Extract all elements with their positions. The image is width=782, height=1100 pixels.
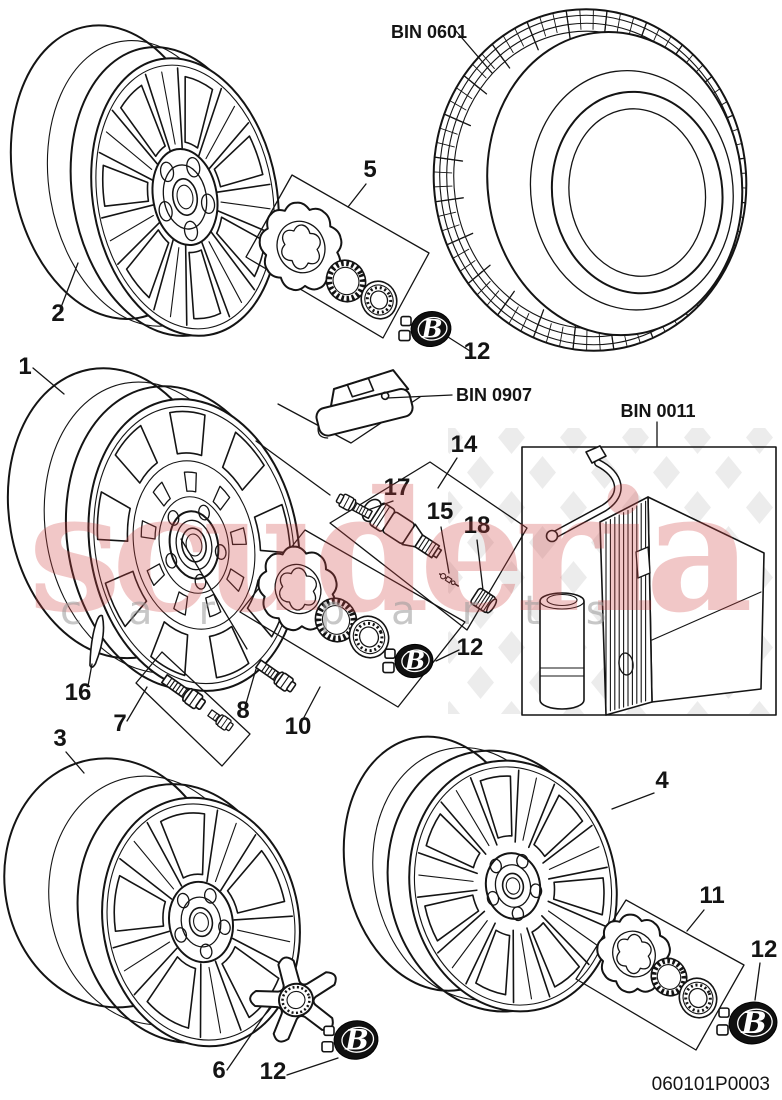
lock-ring-5	[320, 254, 372, 308]
callout-group-11: 11	[699, 882, 724, 909]
svg-text:B: B	[740, 1006, 766, 1041]
svg-text:B: B	[404, 646, 425, 675]
hub-ring-10	[343, 610, 395, 664]
callout-cap-12-middle: 12	[457, 634, 484, 661]
bin-label-repair-kit: BIN 0011	[620, 401, 695, 421]
callout-wheel-1: 1	[18, 353, 31, 380]
repair-kit-box	[521, 446, 777, 716]
cap-spider	[242, 946, 348, 1046]
callout-group-5: 5	[363, 156, 376, 183]
drawing-code: 060101P0003	[652, 1074, 770, 1095]
wheel-3-illustration	[3, 757, 301, 1048]
callout-wheel-4: 4	[655, 767, 669, 794]
valve-core	[438, 573, 460, 587]
callout-bolt-8: 8	[236, 697, 249, 724]
wheel-1-illustration	[6, 367, 301, 692]
group-14-box	[329, 461, 528, 631]
lock-ring-10	[309, 592, 364, 649]
callout-wheel-2: 2	[51, 300, 64, 327]
wheel-2-illustration	[9, 24, 280, 337]
callout-wheel-3: 3	[53, 725, 66, 752]
callout-cap-12-bottom-right: 12	[751, 936, 778, 963]
valve-cap	[470, 587, 498, 614]
callout-cap-12-bottom-left: 12	[260, 1058, 287, 1085]
wheel-bolt-small	[207, 709, 234, 732]
svg-text:B: B	[344, 1023, 369, 1056]
bin-label-tire: BIN 0601	[391, 22, 467, 42]
wheel-bolt-large	[160, 674, 206, 711]
group-7-box	[135, 651, 251, 767]
wheel-4-illustration	[342, 735, 618, 1013]
callout-cap-12-top: 12	[464, 338, 491, 365]
group-5-box	[245, 174, 430, 339]
lock-ring-11	[645, 953, 692, 1002]
callout-cap-18: 18	[464, 512, 491, 539]
svg-text:B: B	[420, 314, 442, 343]
callout-spider-6: 6	[212, 1057, 225, 1084]
callout-group-10: 10	[285, 713, 312, 740]
center-cap-middle: B	[382, 643, 434, 679]
repair-kit-contents	[539, 445, 765, 716]
compressor-front	[599, 496, 653, 716]
callout-labels: 1 2 3 4 5 6 7 8 10 11 12 12 12 12 14 15 …	[18, 22, 777, 1095]
valve-screw-17	[335, 493, 373, 520]
assembly-lines	[180, 440, 331, 650]
group-11-box	[575, 899, 745, 1051]
center-cap-top: B	[398, 311, 452, 347]
tire-illustration	[432, 8, 748, 352]
hub-ring-11	[673, 972, 723, 1024]
callout-weight-16: 16	[65, 679, 92, 706]
trim-disc-5	[247, 191, 357, 305]
leader-lines	[32, 30, 761, 1076]
group-boxes	[135, 174, 777, 1051]
callout-valve-14: 14	[451, 431, 478, 458]
callout-screw-17: 17	[384, 474, 411, 501]
balance-weight	[89, 614, 105, 668]
center-cap-bottom-right: B	[716, 1001, 778, 1045]
bin-label-sensor: BIN 0907	[456, 385, 532, 405]
center-cap-bottom-left: B	[321, 1020, 379, 1060]
callout-bolts-7: 7	[113, 710, 126, 737]
sealant-bottle	[539, 592, 585, 710]
hub-ring-5	[355, 276, 402, 325]
wheel-bolt-8	[255, 659, 297, 693]
callout-core-15: 15	[427, 498, 454, 525]
tpms-sensor	[277, 369, 421, 444]
